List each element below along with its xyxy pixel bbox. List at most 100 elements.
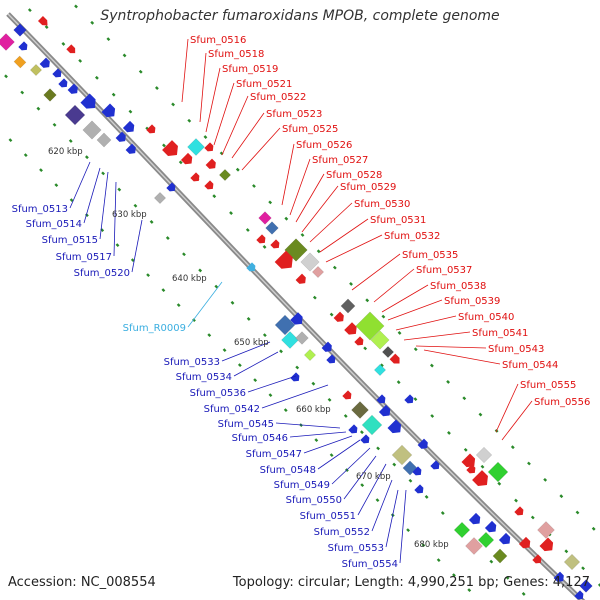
track-dot — [300, 233, 305, 237]
gene-label-blue: Sfum_0552 — [314, 527, 370, 538]
label-leader — [247, 375, 297, 393]
track-dot — [430, 363, 434, 368]
track-dot — [106, 37, 111, 42]
gene-feature-arrow — [295, 273, 306, 284]
kbp-tick-label: 650 kbp — [234, 338, 269, 348]
gene-feature-arrow — [326, 354, 336, 364]
track-dot — [162, 143, 166, 148]
gene-feature — [218, 168, 232, 182]
label-leader — [181, 38, 189, 103]
track-dot — [440, 511, 445, 515]
gene-feature-arrow — [414, 484, 424, 494]
label-leader — [317, 439, 361, 470]
label-leader — [501, 400, 533, 441]
track-dot — [408, 478, 413, 483]
genome-summary: Topology: circular; Length: 4,990,251 bp… — [232, 575, 590, 590]
track-dot — [253, 378, 258, 383]
track-dot — [397, 331, 402, 335]
track-dot — [27, 8, 32, 13]
gene-label-red: Sfum_0543 — [488, 344, 544, 355]
gene-label-red: Sfum_0539 — [444, 296, 500, 307]
label-leader — [387, 299, 443, 321]
track-dot — [36, 106, 41, 111]
gene-label-red: Sfum_0523 — [266, 109, 322, 120]
label-leader — [381, 284, 429, 313]
gene-feature — [477, 531, 495, 549]
gene-feature-arrow — [58, 78, 68, 88]
track-dot — [311, 381, 316, 386]
gene-feature — [29, 63, 43, 77]
gene-feature-arrow — [246, 262, 256, 272]
gene-feature-arrow — [344, 322, 357, 335]
label-leader — [199, 52, 207, 123]
gene-label-red: Sfum_0516 — [190, 35, 246, 46]
track-dot — [68, 139, 73, 143]
gene-feature-arrow — [472, 470, 488, 486]
gene-feature — [96, 132, 112, 148]
gene-feature — [281, 331, 299, 349]
track-dot — [111, 92, 116, 97]
gene-feature-arrow — [66, 44, 76, 54]
gene-feature-arrow — [37, 15, 48, 26]
gene-label-red: Sfum_0518 — [208, 49, 264, 60]
gene-label-red: Sfum_0529 — [340, 182, 396, 193]
label-leader — [403, 331, 471, 341]
track-dot — [312, 295, 317, 300]
gene-feature-arrow — [360, 434, 370, 444]
gene-feature-arrow — [468, 512, 481, 525]
label-leader — [357, 463, 387, 516]
track-dot — [85, 213, 89, 218]
track-dot — [95, 75, 99, 80]
label-leader — [395, 315, 457, 331]
track-dot — [61, 42, 66, 46]
track-dot — [489, 559, 494, 564]
label-leader — [319, 218, 369, 253]
track-dot — [262, 333, 267, 338]
gene-features — [0, 15, 593, 600]
label-leader — [205, 67, 221, 133]
track-dot — [214, 284, 219, 289]
genome-backbone-highlight — [7, 13, 583, 600]
label-leader — [423, 349, 501, 365]
gene-feature-arrow — [387, 419, 402, 434]
gene-label-cyan: Sfum_R0009 — [123, 323, 186, 334]
track-dot — [138, 69, 143, 74]
track-dot — [128, 109, 133, 114]
track-dot — [149, 219, 154, 224]
kbp-tick-label: 640 kbp — [172, 274, 207, 284]
label-leader — [281, 143, 295, 206]
gene-feature-arrow — [256, 234, 266, 244]
track-dot — [375, 498, 380, 503]
gene-feature-arrow — [484, 520, 497, 533]
gene-feature — [82, 120, 102, 140]
accession-text: Accession: NC_008554 — [8, 575, 156, 590]
gene-label-red: Sfum_0532 — [384, 231, 440, 242]
gene-feature — [13, 23, 27, 37]
track-dot — [122, 53, 127, 58]
gene-feature-arrow — [125, 143, 136, 154]
gene-feature — [265, 221, 279, 235]
track-dot — [245, 228, 250, 232]
track-dot — [436, 558, 441, 563]
gene-feature-arrow — [342, 390, 352, 400]
label-leader — [385, 489, 399, 548]
gene-label-blue: Sfum_0536 — [190, 388, 246, 399]
gene-feature — [475, 446, 493, 464]
track-dot — [424, 494, 429, 499]
track-dot — [146, 273, 151, 278]
track-dot — [349, 282, 353, 286]
track-dot — [262, 244, 267, 249]
gene-feature-arrow — [18, 41, 28, 51]
track-dot — [316, 249, 321, 254]
label-leader — [221, 95, 249, 156]
track-dot — [117, 187, 122, 192]
track-dot — [52, 122, 57, 127]
kbp-tick-label: 670 kbp — [356, 472, 391, 482]
track-dot — [203, 135, 208, 139]
gene-feature-arrow — [461, 453, 476, 468]
gene-label-red: Sfum_0531 — [370, 215, 426, 226]
track-dot — [430, 414, 435, 418]
label-leader — [99, 171, 109, 240]
track-dot — [155, 86, 159, 90]
